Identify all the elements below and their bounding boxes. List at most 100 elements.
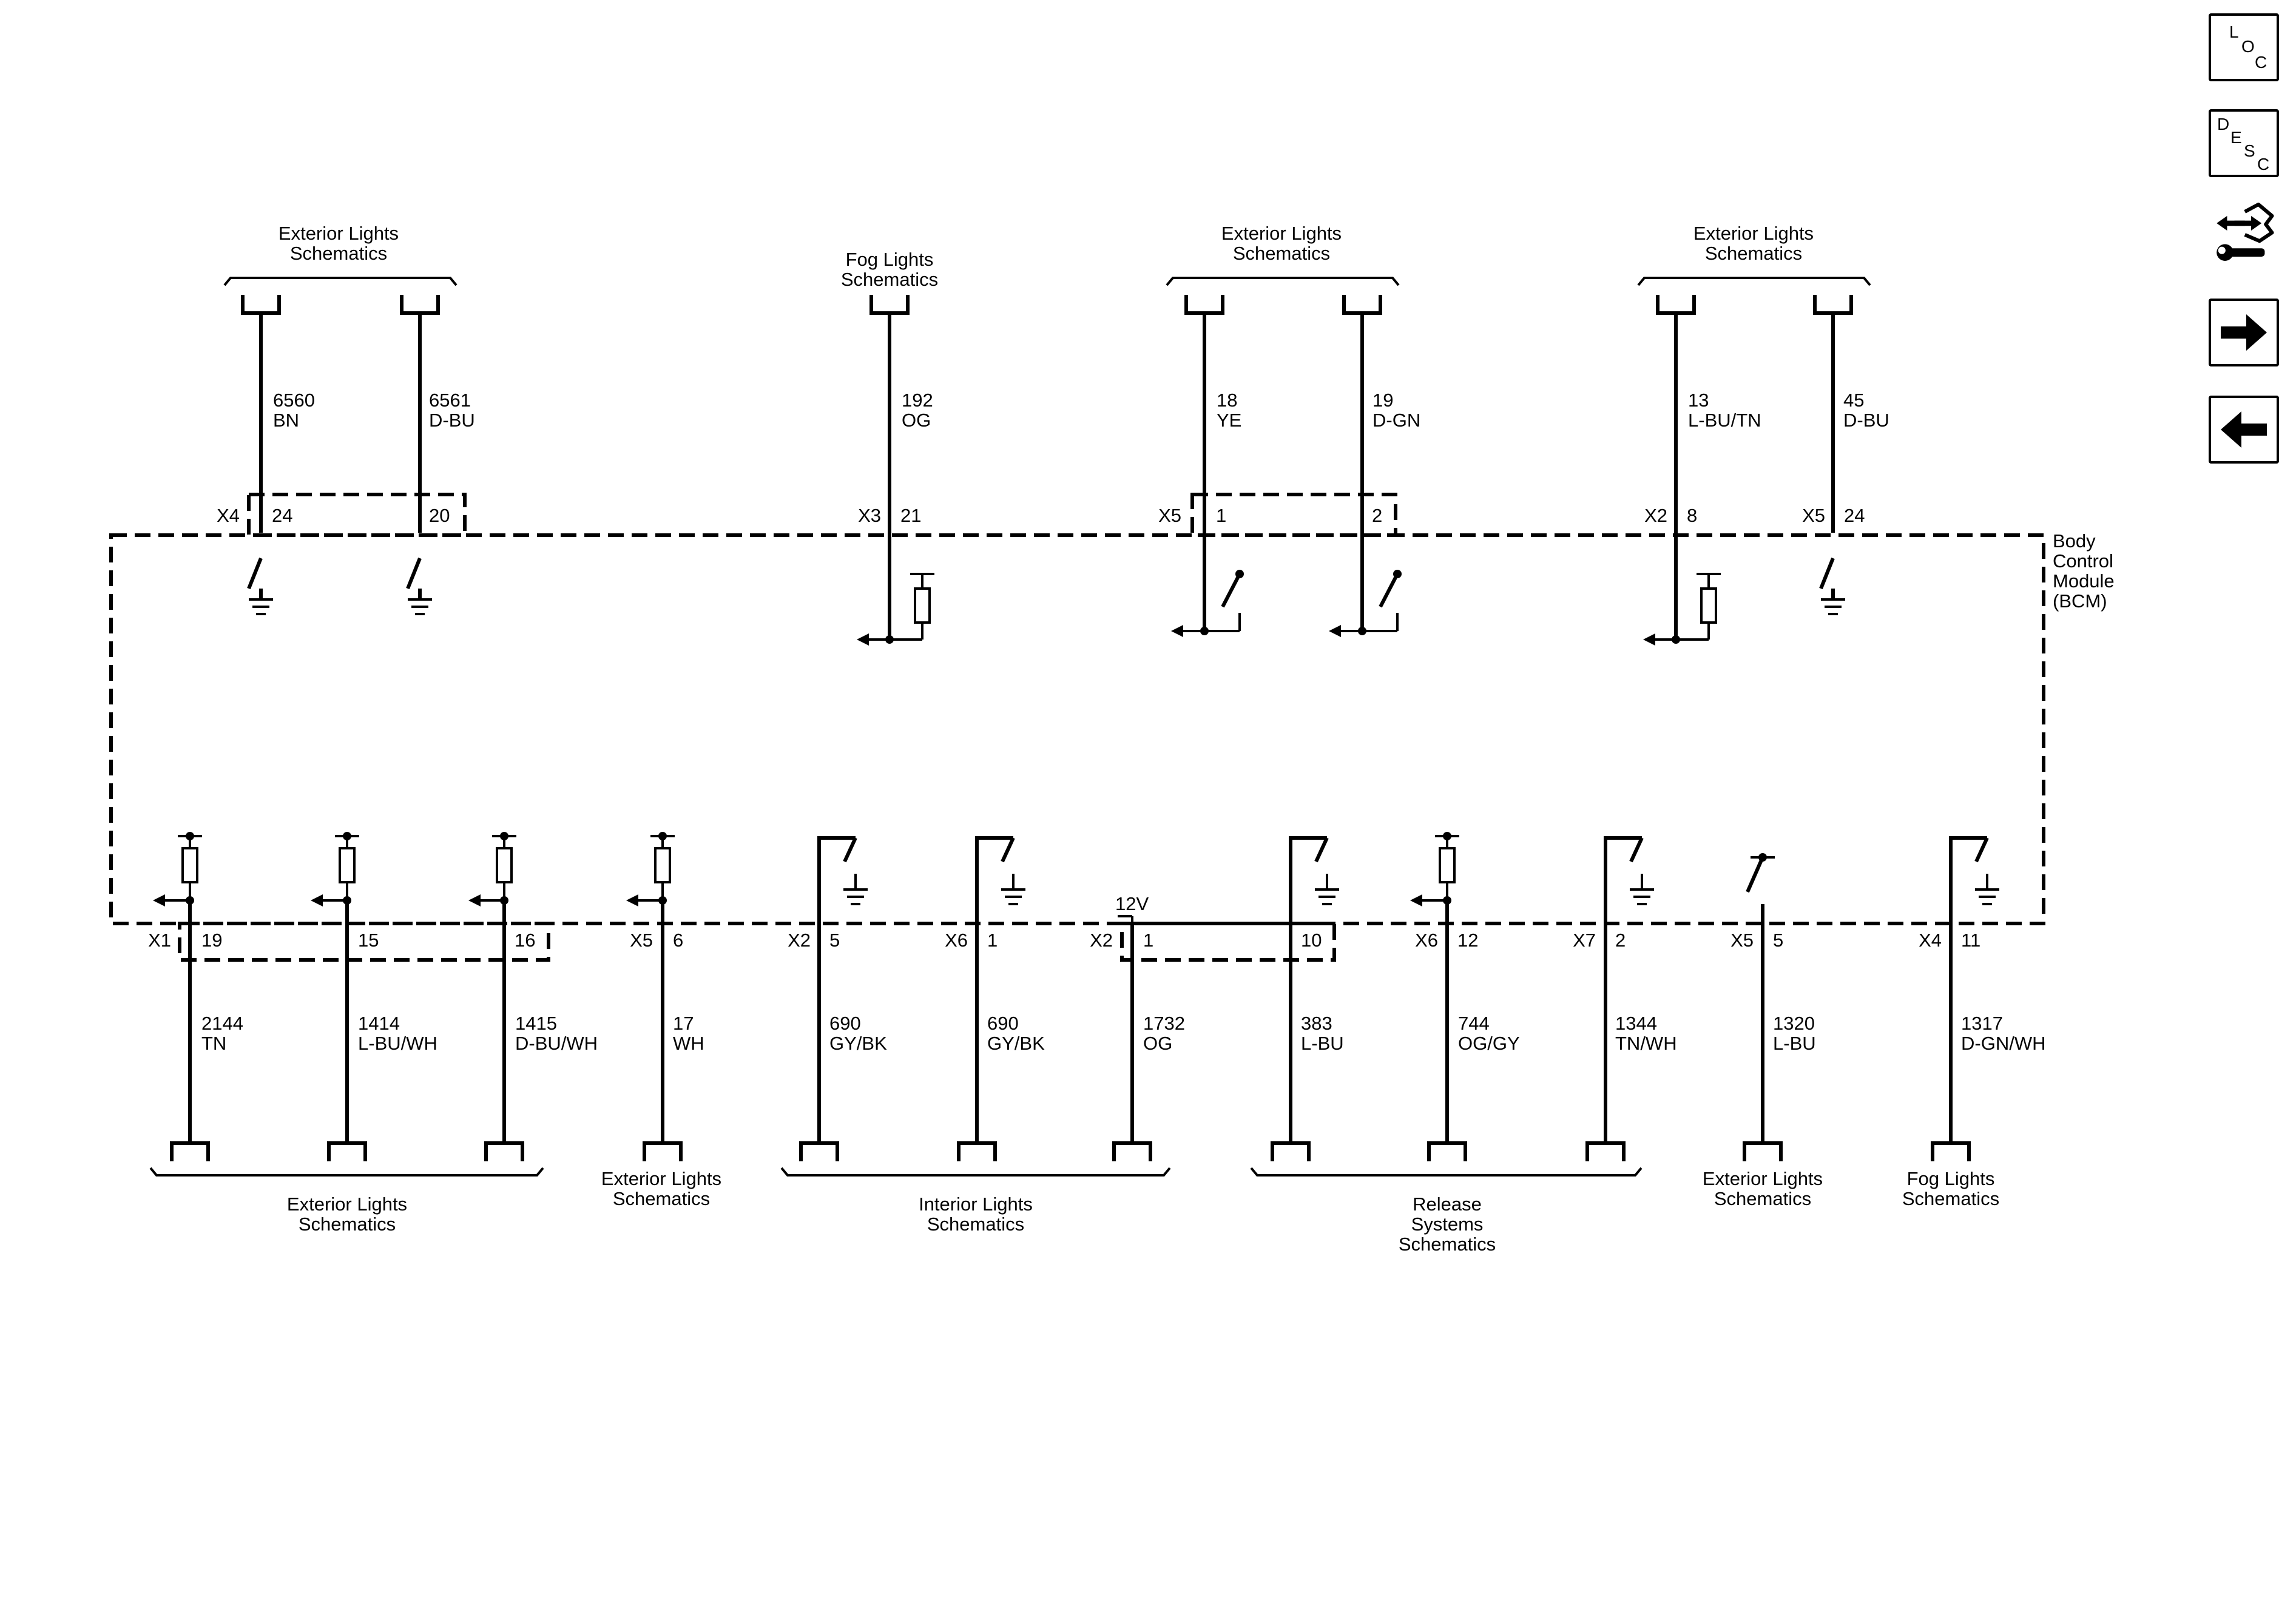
wire-label-circuit: 6560 bbox=[273, 390, 315, 411]
bottom-group-exterior-lights-3[interactable]: Exterior Lights Schematics bbox=[1703, 1168, 1823, 1209]
svg-text:Release: Release bbox=[1413, 1193, 1482, 1215]
svg-text:X3: X3 bbox=[858, 505, 881, 526]
top-group-fog-lights[interactable]: Fog Lights Schematics bbox=[841, 249, 938, 290]
wire-label-circuit: 744 bbox=[1458, 1013, 1490, 1034]
svg-text:Schematics: Schematics bbox=[841, 269, 938, 290]
wire-label-color: L-BU bbox=[1773, 1033, 1816, 1054]
bottom-group-exterior-lights-2[interactable]: Exterior Lights Schematics bbox=[601, 1168, 721, 1209]
svg-text:Exterior Lights: Exterior Lights bbox=[287, 1193, 407, 1215]
svg-text:Interior Lights: Interior Lights bbox=[919, 1193, 1033, 1215]
resistor-driver-icon bbox=[1410, 832, 1459, 906]
wire-label-circuit: 18 bbox=[1217, 390, 1237, 411]
svg-text:C: C bbox=[2255, 53, 2267, 72]
wire-label-color: OG bbox=[902, 410, 931, 431]
svg-text:Schematics: Schematics bbox=[1233, 243, 1330, 264]
switch-to-ground-icon bbox=[1819, 557, 1845, 615]
svg-text:X4: X4 bbox=[217, 505, 240, 526]
svg-text:X5: X5 bbox=[1158, 505, 1181, 526]
svg-text:X6: X6 bbox=[1415, 930, 1438, 951]
wire-label-color: OG bbox=[1143, 1033, 1172, 1054]
top-connector-labels: X4 24 20 X3 21 X5 1 2 X2 8 X5 24 bbox=[217, 505, 1865, 526]
desc-icon: D E S C bbox=[2217, 115, 2269, 174]
svg-text:16: 16 bbox=[515, 930, 535, 951]
svg-text:1: 1 bbox=[987, 930, 998, 951]
svg-text:E: E bbox=[2230, 128, 2242, 147]
svg-text:1: 1 bbox=[1216, 505, 1226, 526]
svg-text:Exterior Lights: Exterior Lights bbox=[1703, 1168, 1823, 1189]
svg-text:6: 6 bbox=[673, 930, 683, 951]
svg-text:X5: X5 bbox=[1730, 930, 1754, 951]
svg-text:X6: X6 bbox=[945, 930, 968, 951]
top-group-exterior-lights-2[interactable]: Exterior Lights Schematics bbox=[1166, 223, 1400, 286]
wire-label-circuit: 6561 bbox=[429, 390, 471, 411]
svg-text:24: 24 bbox=[1844, 505, 1865, 526]
wire-label-color: YE bbox=[1217, 410, 1241, 431]
svg-text:O: O bbox=[2241, 37, 2255, 56]
switch-to-ground-icon bbox=[247, 557, 273, 615]
svg-text:2: 2 bbox=[1615, 930, 1626, 951]
svg-text:Module: Module bbox=[2053, 570, 2115, 592]
wire-label-color: TN/WH bbox=[1615, 1033, 1677, 1054]
svg-text:X2: X2 bbox=[1090, 930, 1113, 951]
svg-text:15: 15 bbox=[358, 930, 379, 951]
next-button[interactable] bbox=[2209, 299, 2279, 366]
svg-text:Fog Lights: Fog Lights bbox=[846, 249, 934, 270]
resistor-driver-icon bbox=[153, 832, 202, 906]
voltage-output-icon: 12V bbox=[1115, 893, 1149, 925]
svg-text:Schematics: Schematics bbox=[1705, 243, 1802, 264]
svg-text:21: 21 bbox=[900, 505, 921, 526]
voltage-label: 12V bbox=[1115, 893, 1149, 914]
svg-text:Exterior Lights: Exterior Lights bbox=[1693, 223, 1814, 244]
connector-box-x5-top bbox=[1190, 493, 1397, 537]
connector-tool-button[interactable] bbox=[2209, 200, 2279, 268]
wire-label-color: D-BU bbox=[429, 410, 475, 431]
wire-label-circuit: 1415 bbox=[515, 1013, 557, 1034]
wire-label-circuit: 690 bbox=[987, 1013, 1019, 1034]
svg-text:(BCM): (BCM) bbox=[2053, 590, 2107, 612]
svg-text:X7: X7 bbox=[1573, 930, 1596, 951]
wire-label-circuit: 1317 bbox=[1961, 1013, 2003, 1034]
svg-text:L: L bbox=[2229, 22, 2239, 41]
svg-text:Schematics: Schematics bbox=[1902, 1188, 1999, 1209]
bottom-group-interior-lights[interactable]: Interior Lights Schematics bbox=[780, 1167, 1171, 1235]
svg-text:X4: X4 bbox=[1919, 930, 1942, 951]
bcm-module-label: Body Control Module (BCM) bbox=[2053, 530, 2115, 612]
desc-button[interactable]: D E S C bbox=[2209, 109, 2279, 177]
svg-text:C: C bbox=[2257, 155, 2269, 174]
top-group-exterior-lights-1[interactable]: Exterior Lights Schematics bbox=[223, 223, 458, 286]
svg-text:Exterior Lights: Exterior Lights bbox=[279, 223, 399, 244]
wire-label-color: WH bbox=[673, 1033, 704, 1054]
svg-text:5: 5 bbox=[1773, 930, 1783, 951]
svg-text:Schematics: Schematics bbox=[927, 1214, 1024, 1235]
bottom-group-fog-lights[interactable]: Fog Lights Schematics bbox=[1902, 1168, 1999, 1209]
bottom-group-exterior-lights-1[interactable]: Exterior Lights Schematics bbox=[149, 1167, 544, 1235]
resistor-driver-icon bbox=[1643, 573, 1721, 646]
svg-text:Schematics: Schematics bbox=[1399, 1234, 1496, 1255]
wire-label-circuit: 1414 bbox=[358, 1013, 400, 1034]
svg-text:8: 8 bbox=[1687, 505, 1697, 526]
wire-label-circuit: 1320 bbox=[1773, 1013, 1815, 1034]
wire-label-color: L-BU bbox=[1301, 1033, 1344, 1054]
arrow-right-icon bbox=[2221, 314, 2267, 351]
ground-switch-icon bbox=[1289, 836, 1339, 925]
arrow-left-icon bbox=[2221, 411, 2267, 448]
svg-text:24: 24 bbox=[272, 505, 292, 526]
svg-text:2: 2 bbox=[1372, 505, 1382, 526]
switch-input-icon bbox=[1746, 853, 1775, 925]
ground-switch-icon bbox=[817, 836, 868, 925]
bottom-group-release-systems[interactable]: Release Systems Schematics bbox=[1250, 1167, 1643, 1255]
svg-text:Schematics: Schematics bbox=[1714, 1188, 1811, 1209]
back-button[interactable] bbox=[2209, 396, 2279, 464]
switch-input-icon bbox=[1171, 570, 1244, 637]
wire-label-color: BN bbox=[273, 410, 299, 431]
top-group-exterior-lights-3[interactable]: Exterior Lights Schematics bbox=[1637, 223, 1871, 286]
connector-box-x4-top bbox=[247, 493, 467, 537]
connector-box-x2-bottom bbox=[1120, 922, 1336, 962]
wire-label-circuit: 690 bbox=[829, 1013, 861, 1034]
loc-button[interactable]: L O C bbox=[2209, 13, 2279, 81]
svg-text:Fog Lights: Fog Lights bbox=[1907, 1168, 1995, 1189]
resistor-driver-icon bbox=[626, 832, 675, 906]
ground-switch-icon bbox=[1604, 836, 1654, 925]
svg-text:D: D bbox=[2217, 115, 2229, 133]
